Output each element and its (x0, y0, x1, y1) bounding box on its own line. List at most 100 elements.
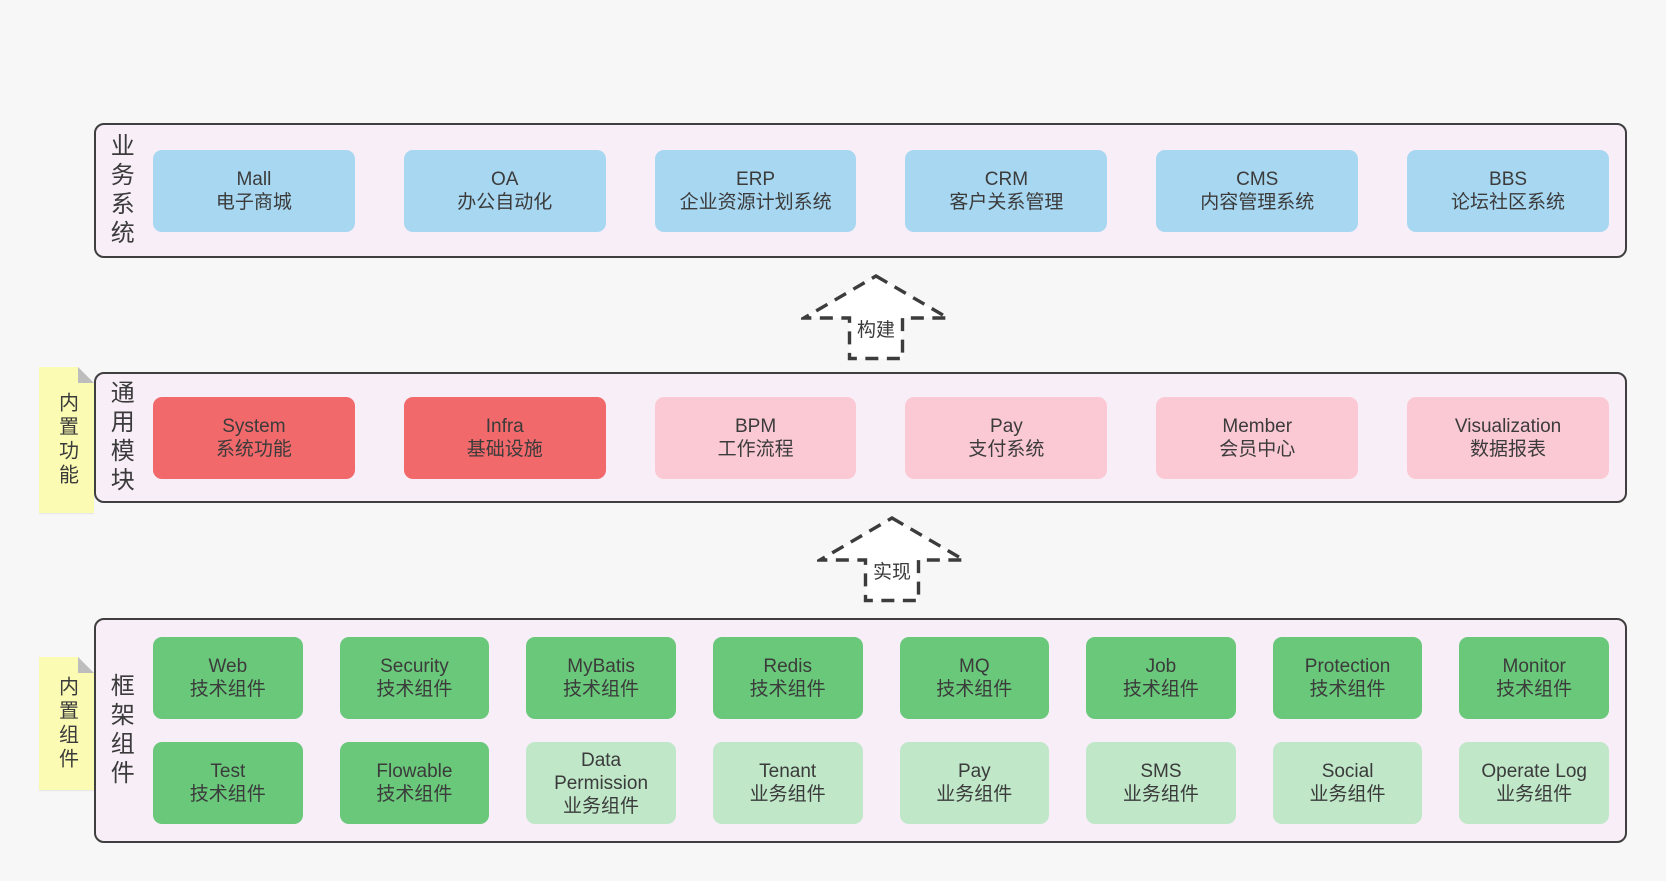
node-name: Social (1321, 761, 1374, 782)
node-desc: 技术组件 (1496, 679, 1573, 700)
node-desc: 业务组件 (1122, 784, 1199, 805)
band-business-label-text: 业务系统 (106, 132, 134, 249)
node-desc: 支付系统 (968, 438, 1045, 460)
folded-corner-icon (78, 657, 94, 673)
arrow-build-label: 构建 (852, 314, 900, 343)
arrow-up-build: 构建 (801, 272, 951, 362)
node-name: Protection (1304, 656, 1391, 677)
node-desc: 技术组件 (936, 679, 1013, 700)
node-name: OA (491, 168, 519, 190)
node-name: Member (1222, 415, 1293, 437)
band-business-label: 业务系统 (96, 125, 142, 256)
sticky-note-text: 内置组件 (55, 675, 78, 772)
node-desc: 论坛社区系统 (1451, 191, 1566, 213)
band-components-label-text: 框架组件 (106, 672, 134, 789)
band-modules-label: 通用模块 (96, 374, 142, 501)
node-desc: 企业资源计划系统 (679, 191, 832, 213)
node-desc: 技术组件 (376, 784, 453, 805)
node-desc: 系统功能 (215, 438, 292, 460)
node-name: Web (208, 656, 248, 677)
node-desc: 技术组件 (376, 679, 453, 700)
node-desc: 技术组件 (1309, 679, 1386, 700)
node-desc: 业务组件 (936, 784, 1013, 805)
node-desc: 技术组件 (749, 679, 826, 700)
node-name: Redis (763, 656, 812, 677)
node-name: MyBatis (567, 656, 635, 677)
node-name: Visualization (1454, 415, 1562, 437)
node-name: Pay (957, 761, 991, 782)
node-name: Data Permission (554, 749, 649, 794)
node-name: Flowable (376, 761, 453, 782)
sticky-note-builtin-components: 内置组件 (39, 657, 94, 790)
node-name: MQ (959, 656, 990, 677)
node-desc: 内容管理系统 (1200, 191, 1315, 213)
node-desc: 业务组件 (1309, 784, 1386, 805)
arrow-up-implement: 实现 (817, 514, 967, 604)
band-modules-label-text: 通用模块 (106, 379, 134, 496)
node-desc: 技术组件 (1122, 679, 1199, 700)
node-name: BPM (734, 415, 777, 437)
sticky-note-builtin-features: 内置功能 (39, 367, 94, 513)
node-desc: 办公自动化 (457, 191, 553, 213)
node-name: System (222, 415, 286, 437)
sticky-note-text: 内置功能 (55, 392, 78, 488)
node-name: Security (380, 656, 449, 677)
node-desc: 技术组件 (563, 679, 640, 700)
node-desc: 电子商城 (215, 191, 292, 213)
arrow-implement-label: 实现 (868, 556, 916, 585)
node-desc: 业务组件 (563, 795, 640, 817)
node-desc: 技术组件 (189, 679, 266, 700)
node-name: BBS (1489, 168, 1528, 190)
node-name: Pay (990, 415, 1023, 437)
node-desc: 基础设施 (466, 438, 543, 460)
node-desc: 会员中心 (1219, 438, 1296, 460)
folded-corner-icon (78, 367, 94, 383)
node-desc: 业务组件 (1496, 784, 1573, 805)
node-name: SMS (1140, 761, 1182, 782)
node-desc: 技术组件 (189, 784, 266, 805)
node-name: Infra (485, 415, 524, 437)
node-name: CMS (1236, 168, 1279, 190)
node-desc: 客户关系管理 (949, 191, 1064, 213)
node-name: Monitor (1502, 656, 1566, 677)
node-desc: 数据报表 (1470, 438, 1547, 460)
node-name: Tenant (759, 761, 817, 782)
node-name: ERP (736, 168, 776, 190)
node-name: CRM (984, 168, 1029, 190)
